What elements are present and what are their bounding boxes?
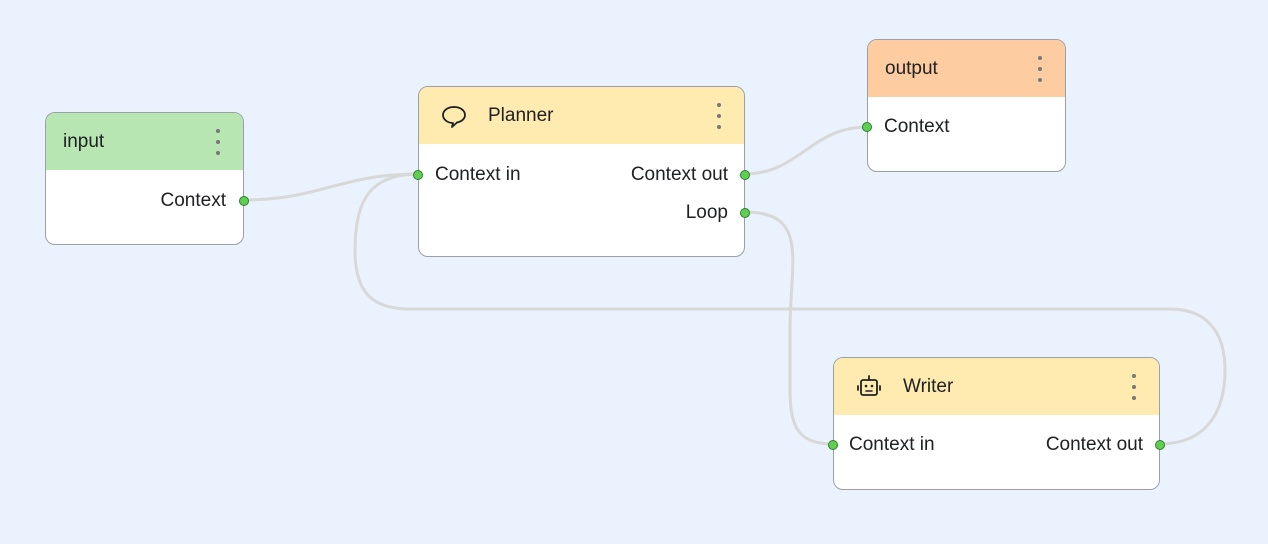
edge-loop-to-writer[interactable] (742, 210, 836, 446)
node-output-header[interactable]: output (868, 40, 1065, 97)
port-input-context-out[interactable] (239, 196, 249, 206)
robot-icon (854, 372, 884, 402)
port-label-input-context: Context (160, 190, 226, 211)
port-writer-context-in[interactable] (828, 440, 838, 450)
port-label-planner-context-in: Context in (435, 164, 521, 185)
node-input[interactable]: input Context (45, 112, 249, 245)
port-label-planner-context-out: Context out (630, 164, 728, 185)
node-input-menu-icon[interactable] (215, 128, 221, 155)
node-planner-menu-icon[interactable] (716, 102, 722, 129)
port-planner-context-out[interactable] (740, 170, 750, 180)
node-output-menu-icon[interactable] (1037, 55, 1043, 82)
port-planner-loop[interactable] (740, 208, 750, 218)
loop-icon (439, 101, 469, 131)
node-writer-header[interactable]: Writer (834, 358, 1159, 415)
port-planner-context-in[interactable] (413, 170, 423, 180)
node-planner-header[interactable]: Planner (419, 87, 744, 144)
node-writer-menu-icon[interactable] (1131, 373, 1137, 400)
node-input-header[interactable]: input (46, 113, 243, 170)
node-planner-title: Planner (488, 104, 554, 126)
node-input-title: input (63, 130, 105, 152)
node-writer[interactable]: Writer Context in Context out (828, 357, 1165, 490)
port-label-output-context: Context (884, 116, 950, 137)
port-writer-context-out[interactable] (1155, 440, 1165, 450)
edge-input-to-planner[interactable] (241, 172, 421, 202)
edge-planner-to-output[interactable] (742, 125, 870, 176)
port-label-writer-context-in: Context in (849, 434, 935, 455)
node-planner[interactable]: Planner Context in Context out Loop (413, 86, 750, 257)
port-output-context-in[interactable] (862, 122, 872, 132)
port-label-planner-loop: Loop (685, 202, 728, 223)
node-output[interactable]: output Context (862, 39, 1066, 172)
port-label-writer-context-out: Context out (1045, 434, 1143, 455)
node-output-title: output (885, 57, 938, 79)
node-writer-title: Writer (903, 375, 954, 397)
